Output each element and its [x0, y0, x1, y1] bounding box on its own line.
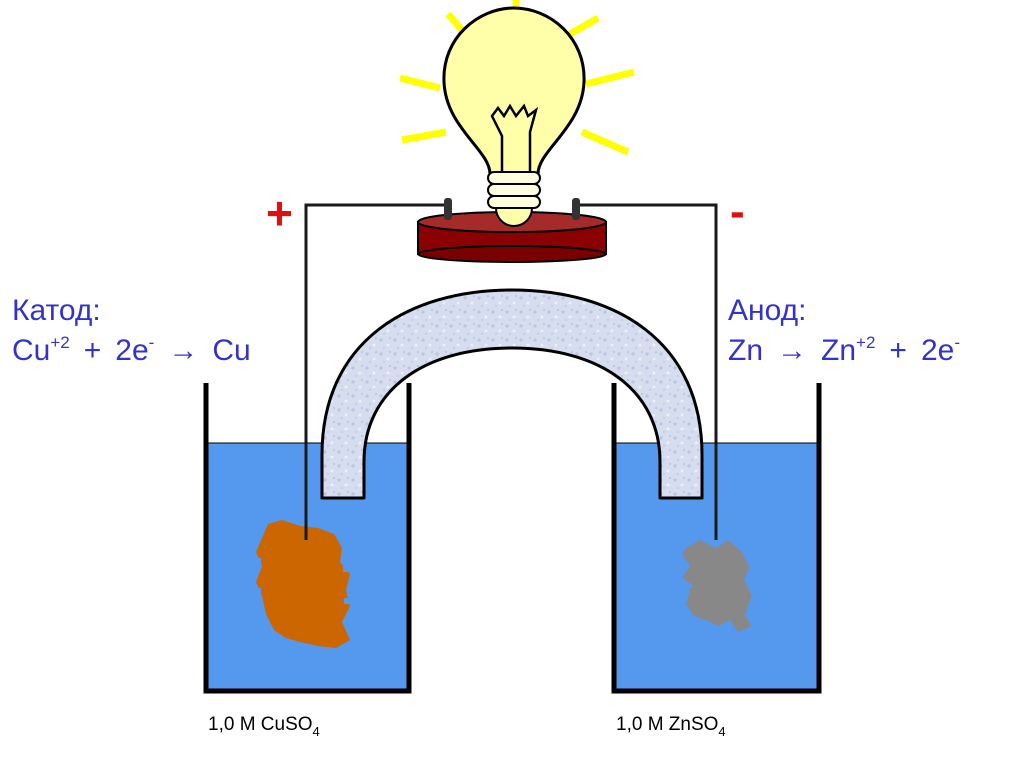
anode-title: Анод:	[728, 294, 806, 327]
salt-bridge-icon	[320, 288, 704, 500]
left-solution-subscript: 4	[313, 724, 320, 739]
right-solution-label: 1,0 M ZnSO4	[616, 714, 726, 739]
cathode-eq-minus: -	[149, 333, 155, 352]
cathode-eq-arrow: →	[168, 334, 198, 367]
left-solution-label: 1,0 M CuSO4	[208, 714, 320, 739]
terminal-screws	[444, 198, 580, 220]
negative-terminal-sign: -	[730, 187, 745, 236]
cathode-eq-2e: 2e	[115, 334, 148, 367]
anode-eq-2e: 2e	[921, 334, 954, 367]
cathode-eq-product: Cu	[212, 334, 250, 367]
zinc-electrode	[682, 540, 752, 632]
cathode-equation: Cu+2+2e-→Cu	[12, 333, 251, 367]
anode-eq-minus: -	[954, 333, 960, 352]
anode-eq-zn2: Zn	[821, 334, 856, 367]
anode-eq-zn: Zn	[728, 334, 763, 367]
svg-text:Cu+2+2e-→Cu: Cu+2+2e-→Cu	[12, 333, 251, 367]
light-bulb-icon	[442, 6, 586, 228]
positive-terminal-sign: +	[266, 187, 293, 239]
svg-text:Zn→Zn+2+2e-: Zn→Zn+2+2e-	[728, 333, 960, 367]
right-solution-subscript: 4	[718, 724, 725, 739]
cathode-eq-charge: +2	[50, 333, 69, 352]
anode-eq-charge: +2	[856, 333, 875, 352]
cathode-eq-plus: +	[84, 334, 102, 367]
copper-electrode	[256, 520, 350, 648]
anode-eq-arrow: →	[777, 334, 807, 367]
cathode-eq-cu: Cu	[12, 334, 50, 367]
anode-eq-plus: +	[889, 334, 907, 367]
bulb-socket	[417, 211, 607, 263]
anode-equation: Zn→Zn+2+2e-	[728, 333, 960, 367]
cathode-title: Катод:	[12, 294, 101, 327]
copper-electrode-notches	[254, 558, 351, 604]
zinc-electrode-notches	[682, 552, 754, 626]
